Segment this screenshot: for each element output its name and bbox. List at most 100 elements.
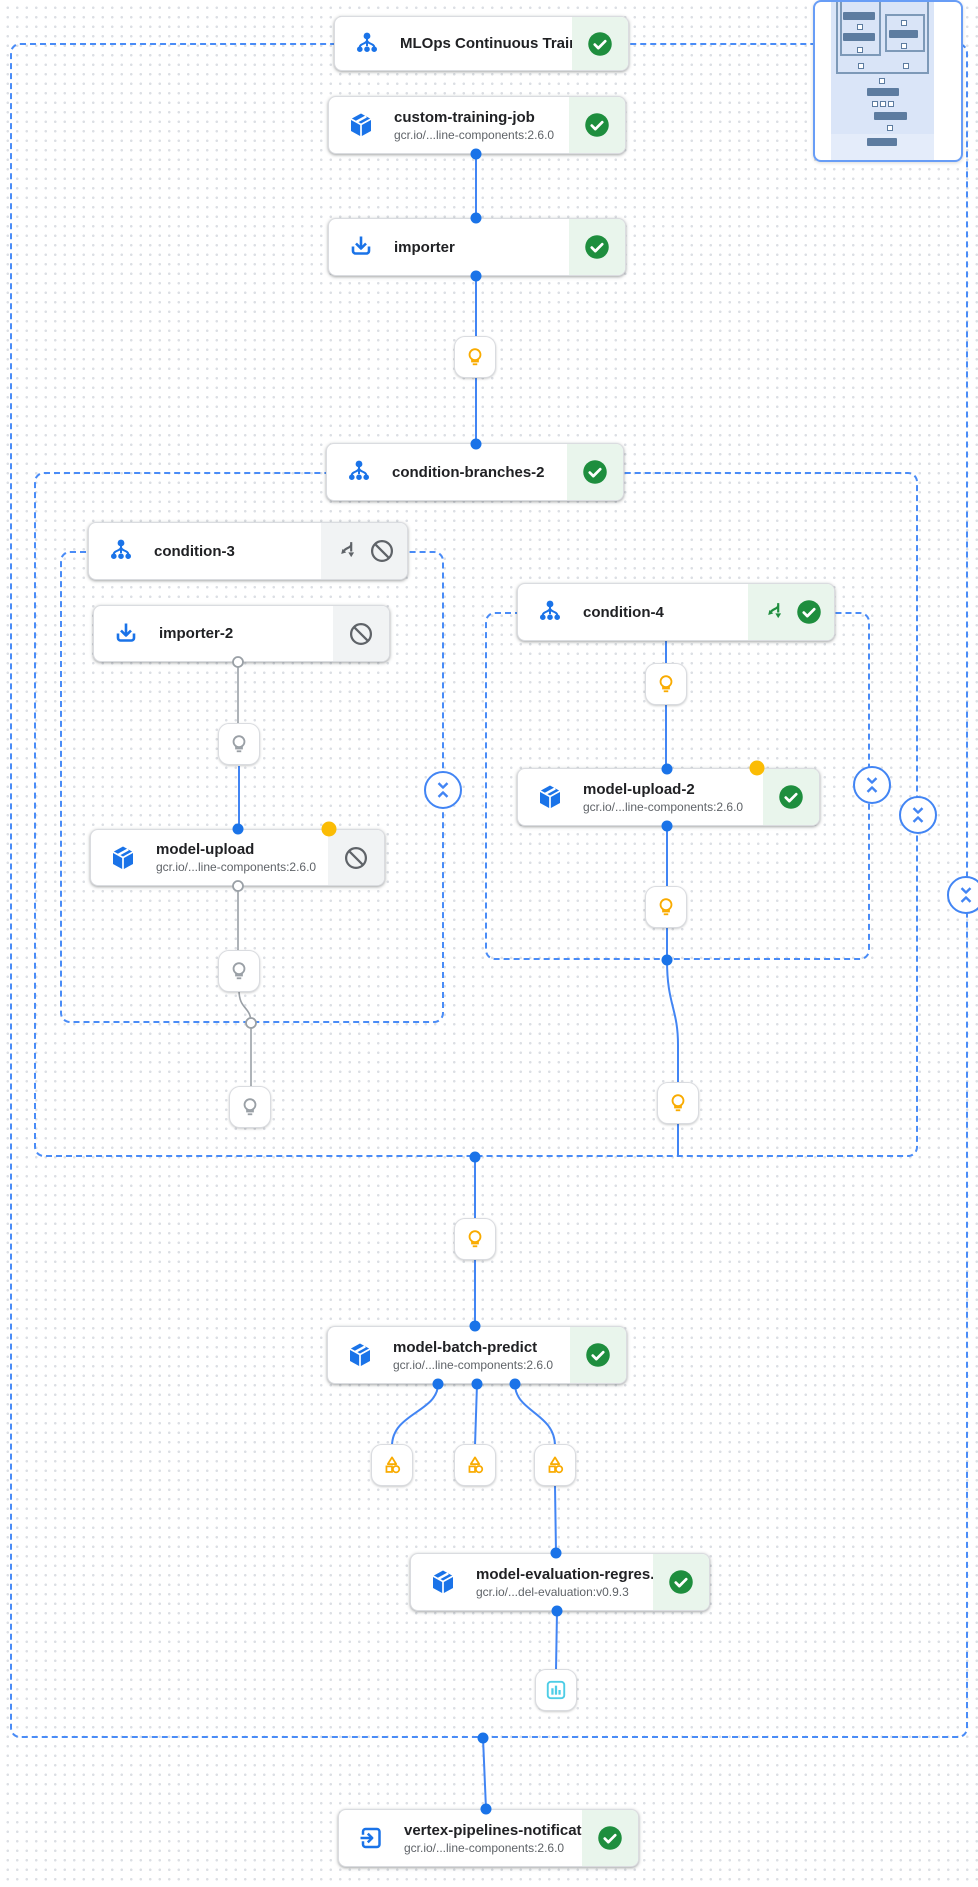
check-circle-icon — [795, 598, 823, 626]
check-circle-icon — [583, 111, 611, 139]
execution-chip-skipped[interactable] — [218, 723, 260, 765]
check-circle-icon — [584, 1341, 612, 1369]
status-succeeded — [748, 584, 834, 640]
minimap-marker — [879, 78, 885, 84]
status-skipped — [328, 830, 384, 885]
node-model-evaluation-regression[interactable]: model-evaluation-regres... gcr.io/...del… — [410, 1553, 710, 1611]
status-succeeded — [567, 444, 623, 500]
status-succeeded — [569, 219, 625, 275]
minimap-marker — [857, 47, 863, 53]
status-succeeded — [582, 1810, 638, 1866]
node-title: model-upload-2 — [583, 780, 695, 798]
node-subtitle: gcr.io/...line-components:2.6.0 — [404, 1840, 565, 1855]
status-skipped — [321, 523, 407, 579]
collapse-group-button[interactable] — [899, 796, 937, 834]
expand-subgraph-icon[interactable] — [333, 537, 361, 565]
minimap-node — [889, 30, 918, 38]
check-circle-icon — [586, 30, 614, 58]
lightbulb-icon — [226, 958, 252, 984]
node-custom-training-job[interactable]: custom-training-job gcr.io/...line-compo… — [328, 96, 626, 154]
node-condition-4[interactable]: condition-4 — [517, 583, 835, 641]
minimap-node — [867, 138, 897, 146]
node-subtitle: gcr.io/...line-components:2.6.0 — [394, 127, 555, 142]
cube-icon — [345, 1340, 375, 1370]
check-circle-icon — [777, 783, 805, 811]
node-importer[interactable]: importer — [328, 218, 626, 276]
dag-icon — [535, 597, 565, 627]
minimap[interactable] — [813, 0, 963, 162]
minimap-marker — [888, 101, 894, 107]
node-title: custom-training-job — [394, 108, 535, 126]
node-model-upload-2[interactable]: model-upload-2 gcr.io/...line-components… — [517, 768, 820, 826]
node-title: model-batch-predict — [393, 1338, 538, 1356]
minimap-marker — [858, 63, 864, 69]
artifact-chip[interactable] — [534, 1444, 576, 1486]
node-condition-3[interactable]: condition-3 — [88, 522, 408, 580]
lightbulb-icon — [665, 1090, 691, 1116]
lightbulb-icon — [462, 344, 488, 370]
expand-subgraph-icon[interactable] — [760, 598, 788, 626]
download-icon — [346, 232, 376, 262]
collapse-chevrons-icon — [858, 771, 886, 799]
minimap-node — [874, 112, 907, 120]
minimap-marker — [872, 101, 878, 107]
node-pipeline-root[interactable]: MLOps Continuous Traini... — [334, 16, 629, 71]
node-subtitle: gcr.io/...line-components:2.6.0 — [393, 1357, 554, 1372]
status-succeeded — [569, 97, 625, 153]
status-succeeded — [570, 1327, 626, 1383]
node-subtitle: gcr.io/...line-components:2.6.0 — [156, 860, 317, 874]
node-title: condition-3 — [154, 542, 235, 560]
lightbulb-icon — [462, 1226, 488, 1252]
node-title: condition-4 — [583, 603, 664, 621]
cube-icon — [535, 782, 565, 812]
exit-to-app-icon — [356, 1823, 386, 1853]
minimap-marker — [887, 125, 893, 131]
execution-chip[interactable] — [657, 1082, 699, 1124]
artifact-chip[interactable] — [371, 1444, 413, 1486]
node-importer-2[interactable]: importer-2 — [93, 605, 390, 662]
dag-icon — [352, 29, 382, 59]
execution-chip[interactable] — [454, 336, 496, 378]
collapse-group-button[interactable] — [424, 771, 462, 809]
check-circle-icon — [596, 1824, 624, 1852]
dag-icon — [106, 536, 136, 566]
status-succeeded — [763, 769, 819, 825]
blocked-icon — [342, 844, 370, 872]
node-model-upload[interactable]: model-upload gcr.io/...line-components:2… — [90, 829, 385, 886]
shapes-icon — [542, 1452, 568, 1478]
shapes-icon — [462, 1452, 488, 1478]
execution-chip-skipped[interactable] — [229, 1086, 271, 1128]
check-circle-icon — [581, 458, 609, 486]
collapse-chevrons-icon — [429, 776, 457, 804]
node-vertex-pipelines-notification[interactable]: vertex-pipelines-notificat... gcr.io/...… — [338, 1809, 639, 1867]
minimap-node — [843, 33, 875, 41]
node-condition-branches-2[interactable]: condition-branches-2 — [326, 443, 624, 501]
execution-chip-skipped[interactable] — [218, 950, 260, 992]
metrics-bar-chart-icon — [543, 1677, 569, 1703]
status-skipped — [333, 606, 389, 661]
node-subtitle: gcr.io/...line-components:2.6.0 — [583, 799, 744, 814]
minimap-marker — [901, 20, 907, 26]
node-model-batch-predict[interactable]: model-batch-predict gcr.io/...line-compo… — [327, 1326, 627, 1384]
collapse-group-button[interactable] — [853, 766, 891, 804]
check-circle-icon — [583, 233, 611, 261]
execution-chip[interactable] — [645, 886, 687, 928]
collapse-chevrons-icon — [904, 801, 932, 829]
dag-icon — [344, 457, 374, 487]
node-title: model-evaluation-regres... — [476, 1565, 653, 1583]
execution-chip[interactable] — [454, 1218, 496, 1260]
blocked-icon — [347, 620, 375, 648]
collapse-chevrons-icon — [952, 881, 978, 909]
execution-chip[interactable] — [645, 663, 687, 705]
node-title: model-upload — [156, 841, 255, 858]
lightbulb-icon — [653, 894, 679, 920]
node-title: importer-2 — [159, 625, 234, 642]
artifact-chip[interactable] — [454, 1444, 496, 1486]
metrics-chip[interactable] — [535, 1669, 577, 1711]
node-title: importer — [394, 238, 455, 256]
lightbulb-icon — [653, 671, 679, 697]
status-succeeded — [653, 1554, 709, 1610]
collapse-group-button[interactable] — [947, 876, 978, 914]
minimap-marker — [903, 63, 909, 69]
